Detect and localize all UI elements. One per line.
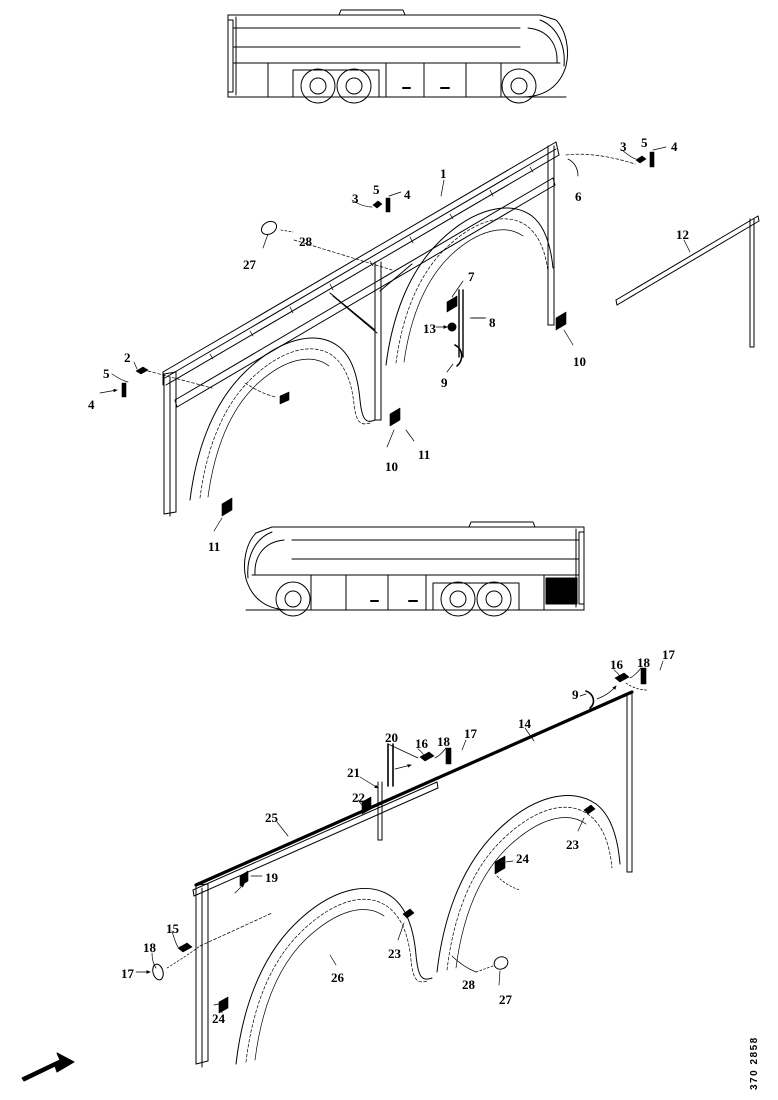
callout-28: 28 bbox=[462, 977, 475, 992]
callout-26: 26 bbox=[331, 970, 344, 985]
callout-5: 5 bbox=[641, 135, 648, 150]
callout-28: 28 bbox=[299, 234, 312, 249]
callout-5: 5 bbox=[103, 366, 110, 381]
callout-3: 3 bbox=[620, 139, 627, 154]
callout-24: 24 bbox=[516, 851, 529, 866]
callout-19: 19 bbox=[265, 870, 278, 885]
callout-11: 11 bbox=[208, 539, 221, 554]
callout-12: 12 bbox=[676, 227, 689, 242]
bus-side-view-top bbox=[227, 9, 569, 104]
callout-14: 14 bbox=[518, 716, 531, 731]
callout-2: 2 bbox=[124, 350, 131, 365]
callout-27: 27 bbox=[499, 992, 512, 1007]
callout-10: 10 bbox=[385, 459, 398, 474]
callout-4: 4 bbox=[671, 139, 678, 154]
callout-20: 20 bbox=[385, 730, 398, 745]
callout-23: 23 bbox=[566, 837, 579, 852]
callout-13: 13 bbox=[423, 321, 436, 336]
callout-18: 18 bbox=[637, 655, 650, 670]
callout-21: 21 bbox=[347, 765, 360, 780]
callout-18: 18 bbox=[437, 734, 450, 749]
callout-10: 10 bbox=[573, 354, 586, 369]
callout-9: 9 bbox=[572, 687, 579, 702]
callout-17: 17 bbox=[662, 647, 675, 662]
callout-6: 6 bbox=[575, 189, 582, 204]
callout-8: 8 bbox=[489, 315, 496, 330]
callout-16: 16 bbox=[415, 736, 428, 751]
callout-4: 4 bbox=[404, 187, 411, 202]
callout-4: 4 bbox=[88, 397, 95, 412]
figure-code: 370 2858 bbox=[749, 1010, 774, 1090]
callout-9: 9 bbox=[441, 375, 448, 390]
direction-of-travel-arrow bbox=[21, 1052, 75, 1082]
callout-17: 17 bbox=[464, 726, 477, 741]
callout-15: 15 bbox=[166, 921, 179, 936]
callout-25: 25 bbox=[265, 810, 278, 825]
bus-side-view-middle bbox=[243, 521, 585, 617]
callout-16: 16 bbox=[610, 657, 623, 672]
callout-3: 3 bbox=[352, 191, 359, 206]
callout-24: 24 bbox=[212, 1011, 225, 1026]
callout-17: 17 bbox=[121, 966, 134, 981]
figure-code-text: 370 2858 bbox=[749, 1036, 760, 1090]
assembly-upper bbox=[99, 141, 760, 532]
assembly-lower bbox=[135, 660, 664, 1068]
callout-18: 18 bbox=[143, 940, 156, 955]
callout-7: 7 bbox=[468, 269, 475, 284]
callout-1: 1 bbox=[440, 166, 447, 181]
callout-5: 5 bbox=[373, 182, 380, 197]
callout-22: 22 bbox=[352, 790, 365, 805]
callout-27: 27 bbox=[243, 257, 256, 272]
callout-23: 23 bbox=[388, 946, 401, 961]
callout-11: 11 bbox=[418, 447, 431, 462]
